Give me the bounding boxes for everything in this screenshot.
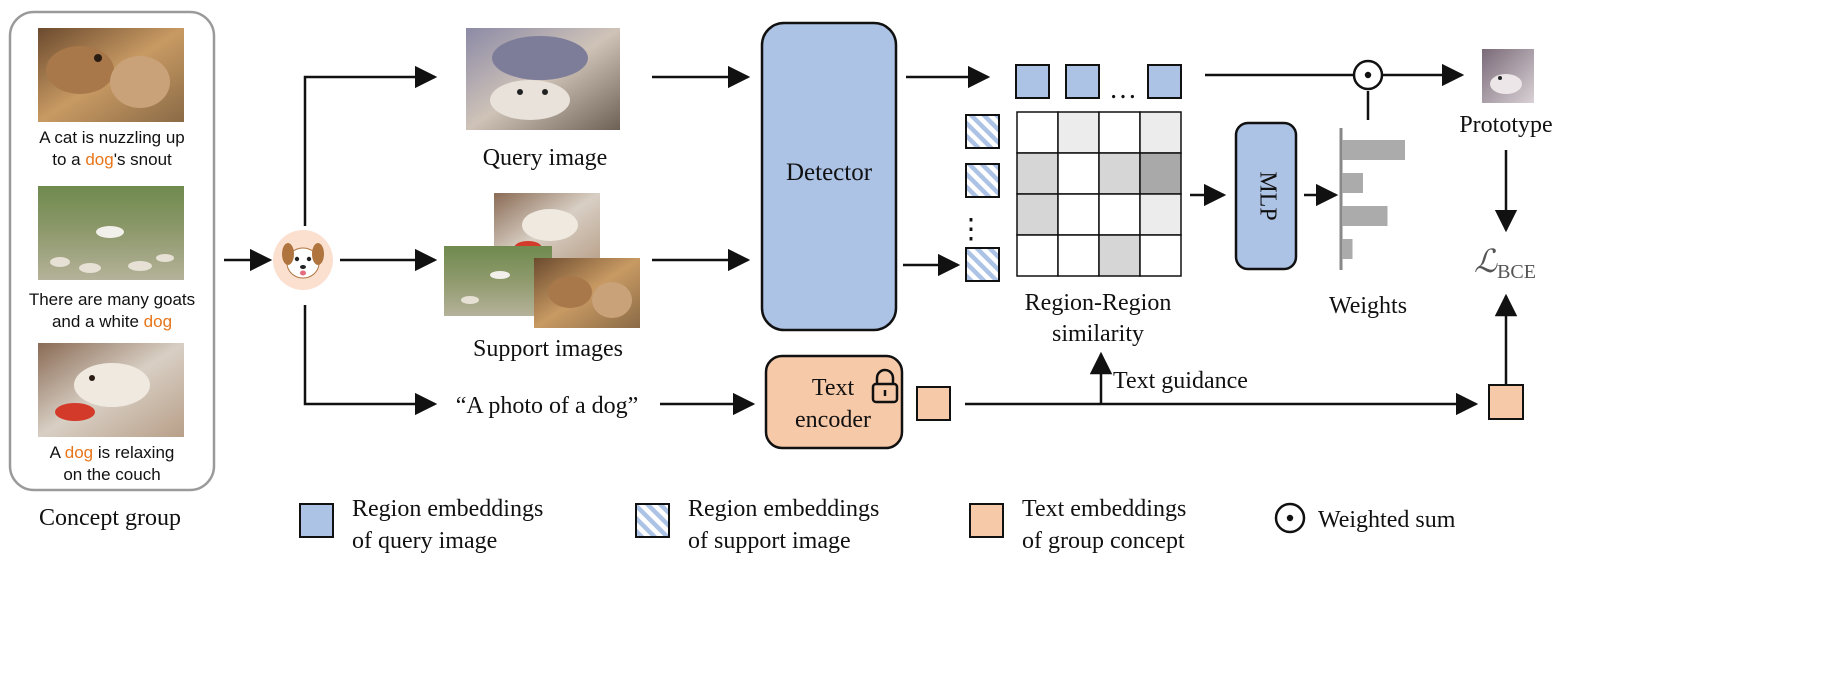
legend-weighted-sum-icon: [1274, 502, 1306, 534]
legend-weighted-sum-label: Weighted sum: [1318, 507, 1456, 533]
prototype-label: Prototype: [1459, 112, 1552, 138]
legend-text-swatch: [969, 503, 1004, 538]
lock-icon: [871, 368, 899, 404]
support-images-label: Support images: [473, 336, 623, 362]
text-encoder-block: [764, 354, 904, 450]
text-prompt: “A photo of a dog”: [456, 393, 639, 419]
similarity-cell: [1057, 234, 1100, 277]
legend-support-line1: Region embeddings: [688, 496, 879, 522]
similarity-cell: [1016, 111, 1059, 154]
similarity-cell: [1057, 111, 1100, 154]
query-image: [466, 28, 620, 130]
prototype-image: [1482, 49, 1534, 103]
legend: Region embeddings of query image Region …: [299, 496, 1456, 554]
caption-3-line1: A dog is relaxing: [50, 443, 175, 462]
weight-bar: [1342, 140, 1405, 160]
dot-product-icon: [1352, 59, 1384, 91]
similarity-label-line1: Region-Region: [1025, 290, 1172, 316]
weight-bar: [1342, 239, 1353, 259]
text-encoder-label-line1: Text: [812, 375, 855, 401]
query-embedding-2: [1065, 64, 1100, 99]
legend-query-line2: of query image: [352, 528, 497, 554]
concept-image-goats: [38, 186, 184, 280]
concept-image-cat-dog: [38, 28, 184, 122]
similarity-cell: [1098, 152, 1141, 195]
arrow-to-query: [303, 65, 438, 226]
weight-bar: [1342, 173, 1363, 193]
legend-support-line2: of support image: [688, 528, 851, 554]
detector-label: Detector: [786, 159, 873, 186]
legend-text-line2: of group concept: [1022, 528, 1185, 554]
legend-query-swatch: [299, 503, 334, 538]
arrow-to-prompt: [303, 305, 438, 416]
legend-query-line1: Region embeddings: [352, 496, 543, 522]
query-embedding-1: [1015, 64, 1050, 99]
similarity-cell: [1139, 152, 1182, 195]
similarity-cell: [1098, 193, 1141, 236]
caption-2-line1: There are many goats: [29, 290, 195, 309]
mlp-label: MLP: [1254, 171, 1280, 220]
weight-bar: [1342, 206, 1388, 226]
similarity-cell: [1139, 193, 1182, 236]
similarity-cell: [1057, 152, 1100, 195]
support-embedding-2: [965, 163, 1000, 198]
similarity-label-line2: similarity: [1052, 321, 1144, 347]
query-image-label: Query image: [483, 145, 608, 171]
support-embedding-ellipsis: ⋮: [957, 214, 985, 245]
loss-text-embedding-square: [1488, 384, 1524, 420]
similarity-cell: [1098, 234, 1141, 277]
mlp-block: [1234, 121, 1298, 271]
caption-3-line2: on the couch: [63, 465, 160, 484]
weights-label: Weights: [1329, 293, 1407, 319]
similarity-cell: [1057, 193, 1100, 236]
similarity-cell: [1016, 193, 1059, 236]
text-embedding-square: [916, 386, 951, 421]
support-images: [444, 193, 640, 328]
concept-image-dog-couch: [38, 343, 184, 437]
text-encoder-label-line2: encoder: [795, 407, 871, 433]
similarity-matrix: [1016, 111, 1182, 277]
similarity-cell: [1139, 234, 1182, 277]
detector-block: [760, 21, 898, 332]
legend-support-swatch: [635, 503, 670, 538]
caption-2-line2: and a white dog: [52, 312, 172, 331]
similarity-cell: [1016, 152, 1059, 195]
loss-bce: ℒBCE: [1474, 243, 1536, 283]
legend-text-line1: Text embeddings: [1022, 496, 1186, 522]
support-embedding-1: [965, 114, 1000, 149]
query-embedding-ellipsis: …: [1109, 74, 1137, 105]
caption-1-line2: to a dog's snout: [52, 150, 172, 169]
weights-chart: [1339, 128, 1405, 270]
query-embedding-n: [1147, 64, 1182, 99]
similarity-cell: [1139, 111, 1182, 154]
caption-1-line1: A cat is nuzzling up: [39, 128, 185, 147]
similarity-cell: [1098, 111, 1141, 154]
concept-group-title: Concept group: [39, 505, 181, 531]
dog-face-icon: [273, 230, 333, 290]
text-guidance-label: Text guidance: [1113, 368, 1248, 394]
similarity-cell: [1016, 234, 1059, 277]
support-embedding-n: [965, 247, 1000, 282]
